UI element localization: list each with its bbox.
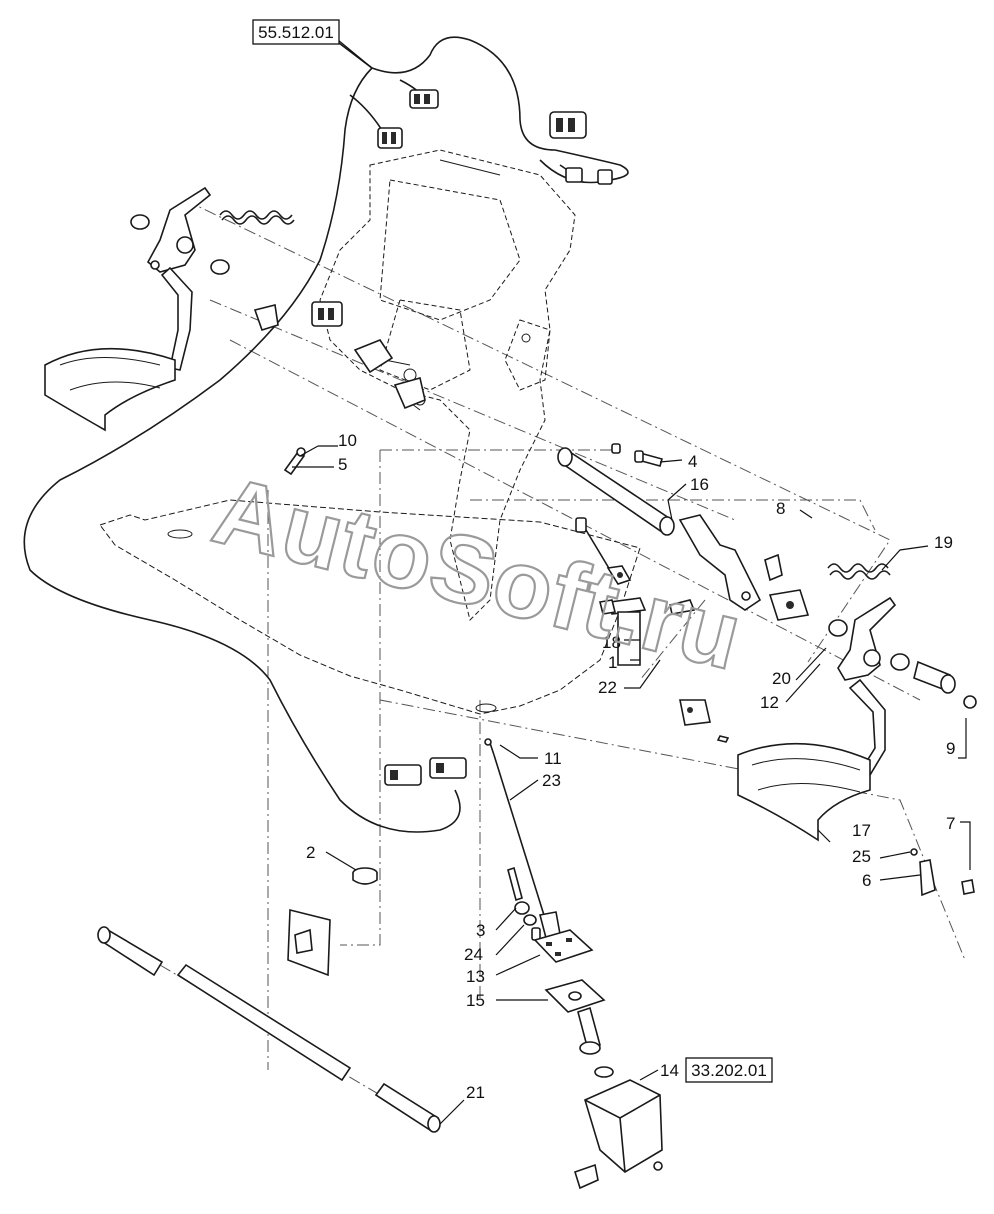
watermark: AutoSoft.ru (203, 456, 752, 690)
switch-22 (617, 611, 730, 743)
cab-floor-plate (99, 499, 641, 715)
bolt-4 (611, 443, 663, 467)
callout-3: 3 (476, 921, 485, 940)
left-brake-pedal-assembly (44, 186, 295, 432)
reference-box-33202: 33.202.01 (685, 1057, 773, 1083)
callout-9: 9 (946, 739, 955, 758)
callout-24: 24 (464, 945, 483, 964)
harness-connector-d (565, 167, 613, 185)
callout-16: 16 (690, 475, 709, 494)
svg-text:33.202.01: 33.202.01 (691, 1061, 767, 1080)
callout-23: 23 (542, 771, 561, 790)
harness-connector-b (377, 127, 403, 149)
callout-11: 11 (544, 749, 562, 768)
callout-14: 14 (660, 1061, 679, 1080)
harness-connector-c (549, 111, 587, 139)
screw-3 (507, 866, 541, 941)
callout-7: 7 (946, 814, 955, 833)
plate-13 (533, 929, 594, 963)
callout-labels: 10 5 4 16 8 19 18 1 22 20 12 9 11 23 17 … (306, 431, 955, 1102)
callout-22: 22 (598, 678, 617, 697)
callout-25: 25 (852, 847, 871, 866)
callout-12: 12 (760, 693, 779, 712)
sensor-probe (575, 517, 632, 585)
callout-1: 1 (608, 653, 617, 672)
callout-8: 8 (776, 499, 785, 518)
callout-2: 2 (306, 843, 315, 862)
callout-13: 13 (466, 967, 485, 986)
callout-18: 18 (602, 633, 621, 652)
callout-17: 17 (852, 821, 871, 840)
callout-4: 4 (688, 452, 697, 471)
callout-10: 10 (338, 431, 357, 450)
bushing-2 (352, 867, 378, 885)
clevis-6 (910, 848, 975, 897)
callout-20: 20 (772, 669, 791, 688)
svg-text:55.512.01: 55.512.01 (258, 23, 334, 42)
valve-14 (574, 1006, 663, 1190)
bracket-18 (599, 514, 762, 615)
callout-19: 19 (934, 533, 953, 552)
rod-23 (484, 738, 561, 939)
callout-6: 6 (862, 871, 871, 890)
callout-5: 5 (338, 455, 347, 474)
reference-box-55512: 55.512.01 (252, 19, 340, 45)
callout-15: 15 (466, 991, 485, 1010)
right-brake-pedal-assembly (737, 563, 977, 842)
mount-bracket (287, 908, 331, 977)
callout-21: 21 (466, 1083, 485, 1102)
leader-lines (292, 39, 971, 1125)
small-bracket-left (253, 301, 426, 410)
plate-15 (544, 979, 606, 1013)
shaft-21 (97, 926, 441, 1133)
wiring-harness (23, 36, 629, 833)
harness-connector-a (409, 89, 439, 109)
plunger-8 (764, 553, 810, 621)
harness-connector-lower (384, 757, 467, 786)
